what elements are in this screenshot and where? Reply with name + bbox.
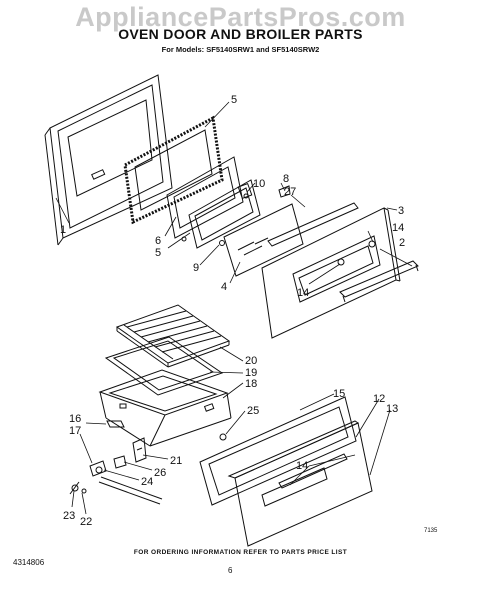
callout-18: 18 [245, 378, 257, 390]
part-13-broiler-outer-panel [227, 420, 373, 547]
document-number: 4314806 [13, 558, 45, 567]
page-number: 6 [228, 566, 233, 575]
part-21-broiler-bracket [132, 437, 147, 463]
callout-3: 3 [398, 205, 404, 217]
callout-19: 19 [245, 367, 257, 379]
ordering-note: FOR ORDERING INFORMATION REFER TO PARTS … [133, 549, 348, 556]
part-2-door-handle [339, 260, 419, 303]
callout-14-upper: 14 [392, 222, 404, 234]
part-27-door-channel [267, 202, 359, 247]
part-4-door-glass [223, 203, 304, 277]
callout-14-door: 14 [297, 287, 309, 299]
part-22-23-screws [69, 481, 87, 495]
callout-20: 20 [245, 355, 257, 367]
callout-26: 26 [154, 467, 166, 479]
callout-7: 5 [231, 94, 237, 106]
page-title: OVEN DOOR AND BROILER PARTS [118, 26, 363, 42]
part-20-broiler-grid [115, 304, 231, 368]
part-15-broiler-inner-panel [199, 396, 357, 506]
leader-lines [55, 101, 413, 515]
callout-21: 21 [170, 455, 182, 467]
part-8-clip [278, 185, 291, 198]
watermark: AppliancePartsPros.com [75, 2, 406, 32]
callout-5: 5 [155, 247, 161, 259]
callout-6: 6 [155, 235, 161, 247]
part-6-glass-frame [166, 156, 261, 249]
callout-16: 16 [69, 413, 81, 425]
part-18-broiler-drawer-body [98, 369, 232, 447]
figure-code: 7135 [424, 528, 438, 534]
callout-23: 23 [63, 510, 75, 522]
part-24-rail [89, 460, 163, 505]
callout-9: 9 [193, 262, 199, 274]
callout-22: 22 [80, 516, 92, 528]
part-7-door-gasket [123, 115, 224, 225]
part-16-slide [106, 420, 125, 428]
callout-10: 10 [253, 178, 265, 190]
callout-13: 13 [386, 403, 398, 415]
part-1-inner-door-liner [44, 74, 173, 246]
callout-1: 1 [60, 224, 66, 236]
callout-labels: 5 1 6 5 9 4 10 8 27 3 14 2 14 20 19 18 2… [60, 94, 405, 528]
part-12-broiler-handle [278, 453, 348, 489]
callout-8: 8 [283, 173, 289, 185]
callout-14-lower: 14 [296, 460, 308, 472]
models-subtitle: For Models: SF5140SRW1 and SF5140SRW2 [161, 45, 320, 54]
callout-15: 15 [333, 388, 345, 400]
callout-4: 4 [221, 281, 227, 293]
callout-17: 17 [69, 425, 81, 437]
callout-2: 2 [399, 237, 405, 249]
callout-24: 24 [141, 476, 153, 488]
part-25-screw [219, 433, 227, 441]
callout-27: 27 [284, 186, 296, 198]
callout-12: 12 [373, 393, 385, 405]
callout-25: 25 [247, 405, 259, 417]
part-3-outer-door-panel [261, 207, 401, 339]
part-26-clip [113, 455, 127, 469]
part-19-broiler-pan-insert [104, 336, 224, 396]
